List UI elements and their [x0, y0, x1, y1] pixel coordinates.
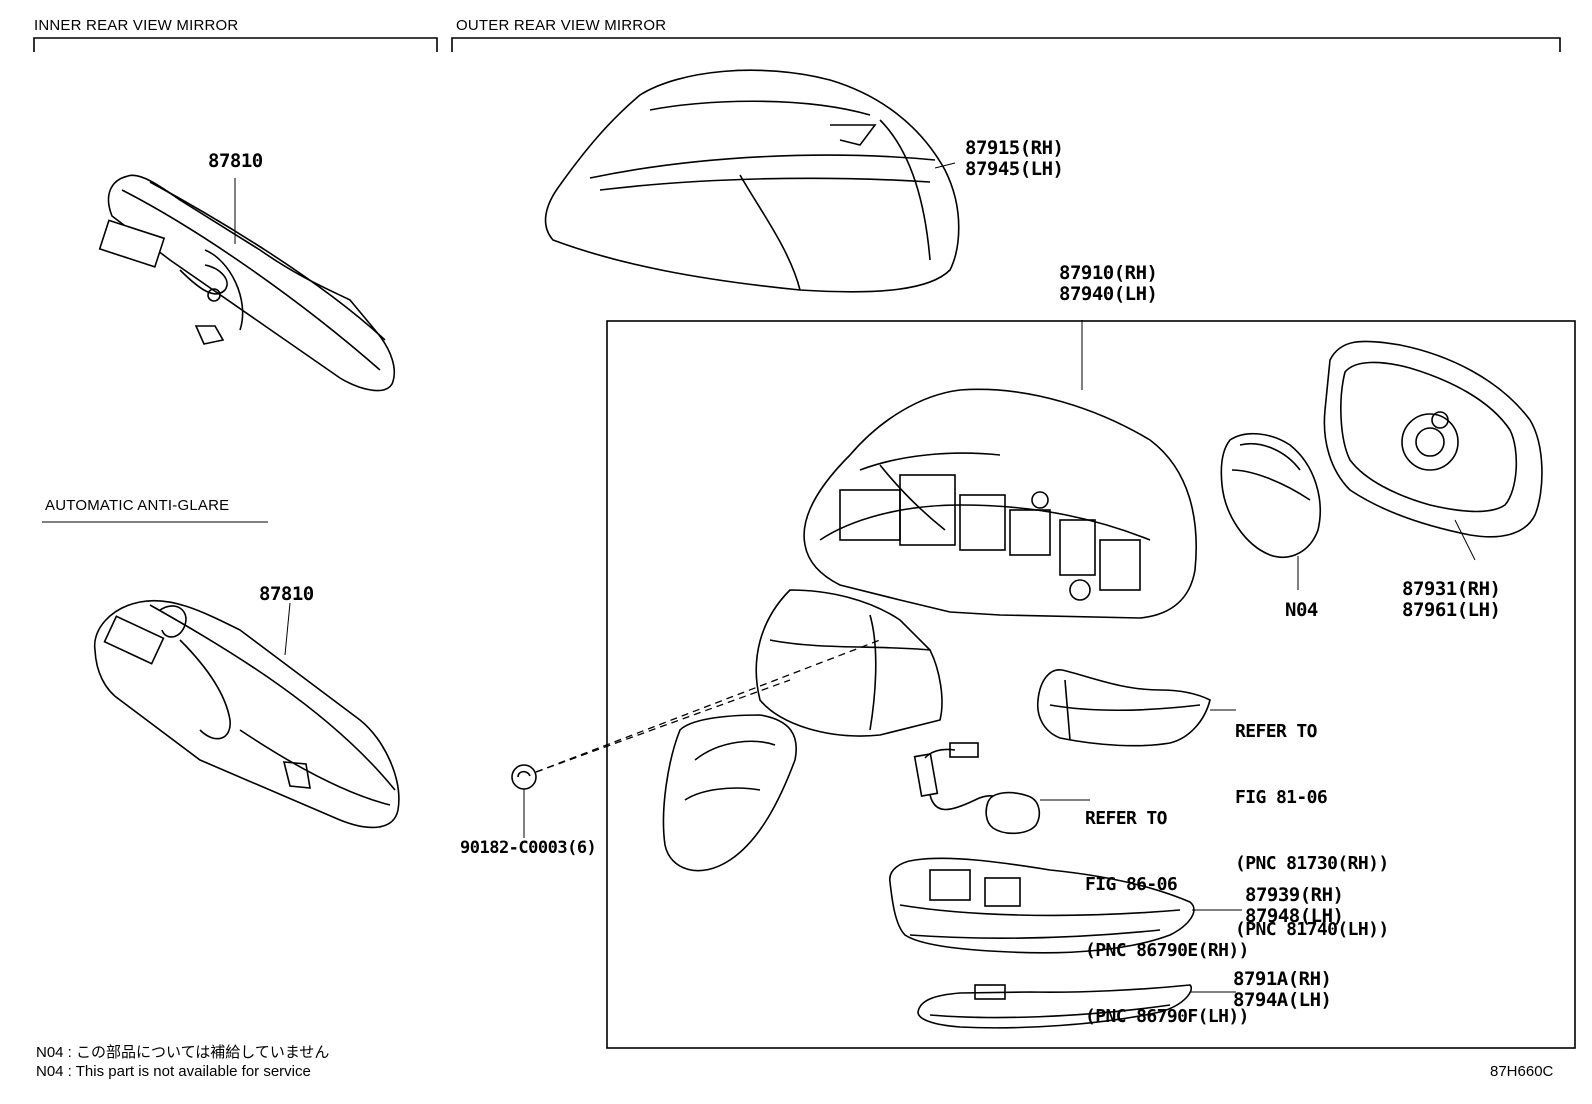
- part-cover-lh[interactable]: 87945(LH): [965, 158, 1064, 180]
- ref-line: (PNC 81730(RH)): [1235, 853, 1389, 874]
- part-glass-lh[interactable]: 87961(LH): [1402, 599, 1501, 621]
- inner-mirror-drawing: [98, 174, 396, 392]
- ref-line: (PNC 86790E(RH)): [1085, 940, 1249, 961]
- part-cover-rh[interactable]: 87915(RH): [965, 137, 1064, 159]
- part-lamp-lh[interactable]: 87948(LH): [1245, 905, 1344, 927]
- ref-block-86-06: REFER TO FIG 86-06 (PNC 86790E(RH)) (PNC…: [1085, 764, 1249, 1050]
- note-english: N04 : This part is not available for ser…: [36, 1063, 311, 1080]
- note-japanese: N04 : この部品については補給していません: [36, 1044, 330, 1061]
- part-anti-glare-mirror[interactable]: 87810: [259, 583, 314, 605]
- ref-block-81-06: REFER TO FIG 81-06 (PNC 81730(RH)) (PNC …: [1235, 677, 1389, 963]
- mirror-cover-drawing: [544, 69, 960, 293]
- ref-line[interactable]: FIG 81-06: [1235, 787, 1328, 808]
- part-glass-rh[interactable]: 87931(RH): [1402, 578, 1501, 600]
- part-assy-lh[interactable]: 87940(LH): [1059, 283, 1158, 305]
- inner-section-bracket: [33, 37, 438, 52]
- part-assy-rh[interactable]: 87910(RH): [1059, 262, 1158, 284]
- figure-id: 87H660C: [1490, 1063, 1554, 1080]
- inner-section-title: INNER REAR VIEW MIRROR: [34, 17, 239, 34]
- outer-section-bracket: [451, 37, 1561, 52]
- part-lens-rh[interactable]: 8791A(RH): [1233, 968, 1332, 990]
- mirror-housing-drawing: [755, 320, 1197, 737]
- part-n04[interactable]: N04: [1285, 599, 1318, 621]
- n04-motor-drawing: [1220, 432, 1321, 590]
- ref-line: REFER TO: [1085, 808, 1168, 829]
- outer-section-title: OUTER REAR VIEW MIRROR: [456, 17, 667, 34]
- clip-drawing: [511, 639, 881, 838]
- ref-line[interactable]: FIG 86-06: [1085, 874, 1178, 895]
- turn-signal-lamp-drawing: [889, 857, 1242, 954]
- ref-line: (PNC 81740(LH)): [1235, 919, 1389, 940]
- camera-harness-drawing: [913, 742, 1090, 835]
- mirror-glass-drawing: [1323, 340, 1543, 561]
- anti-glare-mirror-drawing: [93, 599, 400, 829]
- part-lens-lh[interactable]: 8794A(LH): [1233, 989, 1332, 1011]
- outer-mirror-frame: [606, 320, 1576, 1049]
- part-lamp-rh[interactable]: 87939(RH): [1245, 884, 1344, 906]
- part-clip[interactable]: 90182-C0003(6): [460, 838, 597, 858]
- anti-glare-title: AUTOMATIC ANTI-GLARE: [45, 497, 230, 514]
- turn-lamp-ref-drawing: [1036, 669, 1236, 747]
- ref-line: (PNC 86790F(LH)): [1085, 1006, 1249, 1027]
- part-inner-mirror[interactable]: 87810: [208, 150, 263, 172]
- lower-garnish-drawing: [662, 714, 797, 872]
- lamp-lens-drawing: [917, 984, 1236, 1029]
- ref-line: REFER TO: [1235, 721, 1318, 742]
